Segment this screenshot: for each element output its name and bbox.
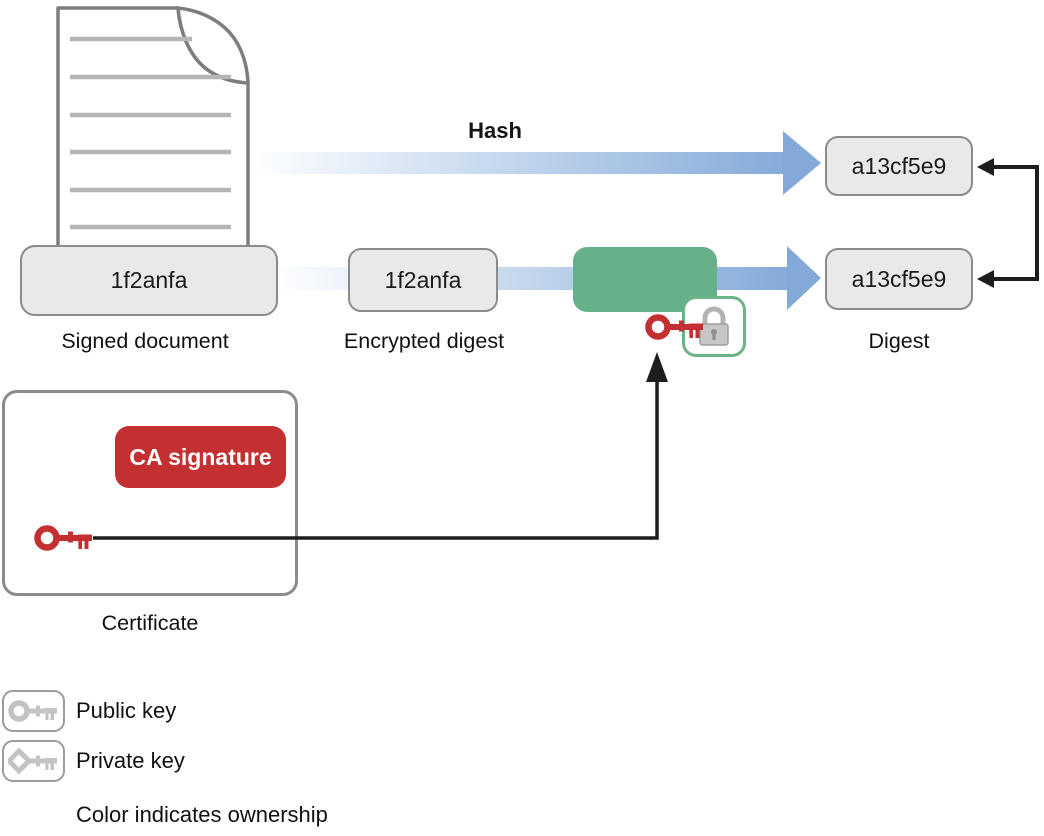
hash-arrow-icon (255, 131, 821, 195)
digest-label: Digest (868, 329, 930, 353)
key-usage-arrow-icon (93, 352, 668, 540)
legend-ownership-note: Color indicates ownership (76, 802, 328, 827)
hash-label: Hash (468, 118, 522, 143)
hash-digest-box-top: a13cf5e9 (825, 136, 973, 196)
hash-digest-box-bottom: a13cf5e9 (825, 248, 973, 310)
hash-digest-bottom-value: a13cf5e9 (851, 265, 947, 292)
encrypted-digest-value: 1f2anfa (384, 266, 462, 293)
ca-public-key-icon (645, 314, 703, 340)
hash-digest-top-value: a13cf5e9 (851, 152, 947, 179)
signed-document-label: Signed document (61, 329, 229, 353)
document-icon (56, 6, 250, 254)
signed-document-digest-box: 1f2anfa (20, 245, 278, 316)
ca-signature-label: CA signature (129, 443, 272, 470)
legend-private-key-label: Private key (76, 748, 185, 773)
legend-private-key-box (2, 740, 65, 782)
signed-document-digest-value: 1f2anfa (110, 267, 188, 293)
padlock-icon (699, 306, 729, 346)
document-text-lines (70, 36, 231, 230)
public-key-icon (7, 700, 57, 722)
certificate-label: Certificate (101, 611, 199, 635)
encrypted-digest-box: 1f2anfa (348, 248, 498, 312)
private-key-icon (7, 747, 57, 775)
legend-public-key-box (2, 690, 65, 732)
certificate-public-key-icon (34, 525, 92, 551)
encrypted-digest-label: Encrypted digest (343, 329, 505, 353)
legend-public-key-label: Public key (76, 698, 177, 723)
certificate-box: CA signature (2, 390, 298, 596)
compare-connector-icon (977, 158, 1039, 288)
ca-signature-badge: CA signature (115, 426, 286, 488)
